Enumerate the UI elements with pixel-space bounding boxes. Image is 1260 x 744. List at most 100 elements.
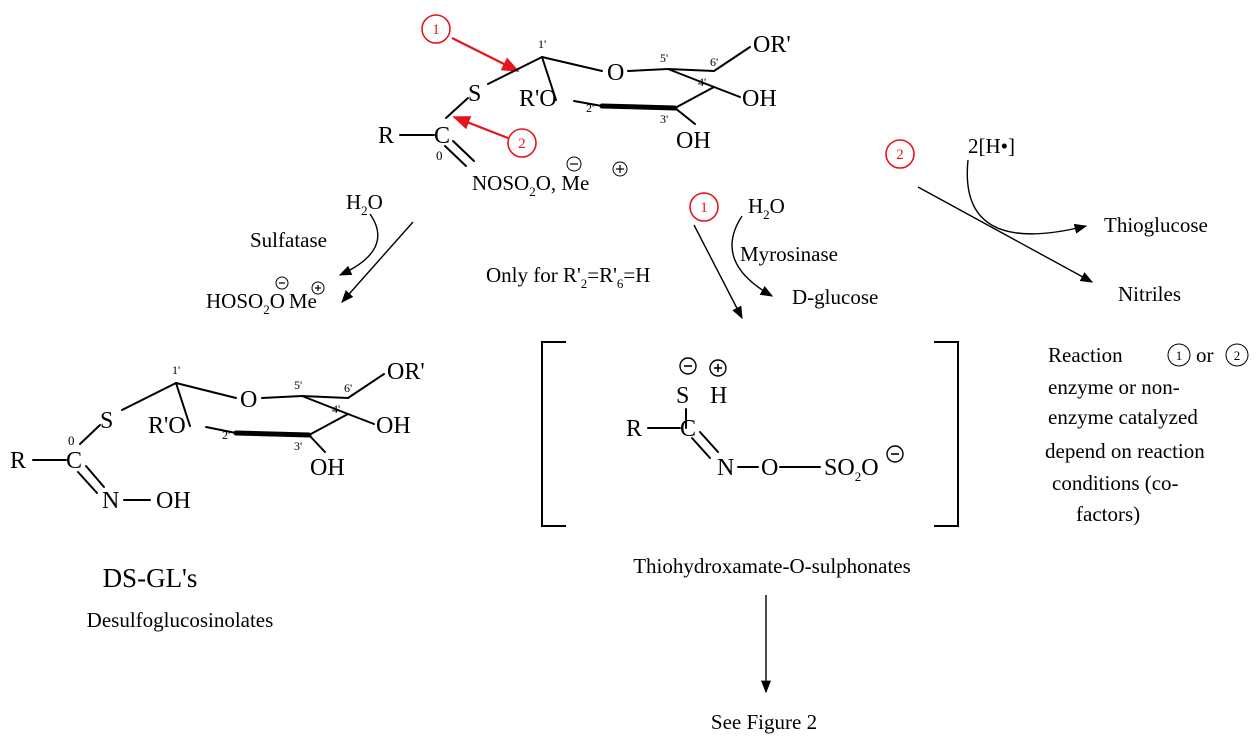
reduction-marker-circle bbox=[885, 139, 915, 169]
byproduct-plus bbox=[311, 281, 325, 295]
num-5: 5' bbox=[660, 51, 668, 65]
num-1: 1' bbox=[538, 37, 546, 51]
ds-bond-c4-oh bbox=[347, 413, 375, 425]
int-atom-n: N bbox=[717, 455, 734, 481]
ds-num-3: 3' bbox=[294, 439, 302, 453]
sulfatase-main-arrow bbox=[341, 221, 414, 303]
ds-atom-c: C bbox=[66, 448, 82, 474]
myrosinase-water: H2O bbox=[748, 194, 785, 222]
ds-bond-c1-o bbox=[175, 382, 237, 399]
ds-num-6: 6' bbox=[344, 381, 352, 395]
reduction-marker: 2 bbox=[896, 147, 904, 163]
nitriles-product: Nitriles bbox=[1118, 282, 1181, 306]
bond-s-c1 bbox=[487, 56, 543, 85]
bond-c2-c3-wedge bbox=[599, 103, 678, 111]
ds-num-5: 5' bbox=[294, 378, 302, 392]
num-6: 6' bbox=[710, 55, 718, 69]
see-figure-label: See Figure 2 bbox=[711, 710, 817, 734]
sulfate-group: NOSO2O, Me bbox=[472, 156, 628, 199]
bond-c1-o bbox=[541, 56, 603, 72]
ds-bond-c-s bbox=[79, 424, 101, 445]
ds-bond-c-n-double bbox=[85, 465, 105, 488]
bracket-left bbox=[541, 341, 566, 527]
atom-oh-4: OH bbox=[742, 86, 777, 112]
thioglucose-product: Thioglucose bbox=[1104, 213, 1208, 237]
myrosinase-marker: 1 bbox=[700, 200, 708, 216]
ds-atom-ro: R'O bbox=[148, 413, 186, 439]
note-marker-2-circle bbox=[1225, 343, 1249, 367]
bond-o-c5 bbox=[627, 68, 669, 72]
hydrogen-reagent: 2[H•] bbox=[968, 134, 1015, 158]
num-0: 0 bbox=[436, 148, 443, 163]
int-atom-s: S bbox=[676, 383, 689, 409]
ds-atom-o-ring: O bbox=[240, 387, 257, 413]
ds-num-2: 2' bbox=[222, 428, 230, 442]
ds-bond-c-n bbox=[77, 471, 98, 494]
num-3: 3' bbox=[660, 112, 668, 126]
ds-atom-oh-3: OH bbox=[310, 455, 345, 481]
ds-atom-n: N bbox=[102, 488, 119, 514]
bond-c1-c2 bbox=[541, 56, 557, 101]
myrosinase-pathway: 1 H2O Myrosinase Only for R'2=R'6=H D-gl… bbox=[486, 192, 878, 320]
desulfoglucosinolate-structure: R C 0 S N OH 1' O 5' 6' OR' R'O 2' 3' 4'… bbox=[10, 359, 425, 632]
bond-c4-c5 bbox=[667, 68, 715, 88]
ds-bond-o-c5 bbox=[261, 395, 303, 399]
ds-num-1: 1' bbox=[172, 363, 180, 377]
note-line-5: conditions (co- bbox=[1052, 471, 1179, 495]
atom-c: C bbox=[434, 123, 450, 149]
ds-bond-c3-oh bbox=[308, 434, 326, 453]
reduction-pathway: 2 2[H•] Thioglucose Nitriles bbox=[885, 134, 1208, 306]
reaction-note: Reaction 1 or 2 enzyme or non- enzyme ca… bbox=[1045, 343, 1249, 526]
note-marker-2: 2 bbox=[1234, 348, 1241, 363]
myrosinase-label: Myrosinase bbox=[740, 242, 838, 266]
sulfatase-label: Sulfatase bbox=[250, 228, 327, 252]
atom-nososo: NOSO2O, Me bbox=[472, 171, 589, 199]
intermediate-name: Thiohydroxamate-O-sulphonates bbox=[633, 554, 911, 578]
ds-num-4: 4' bbox=[332, 402, 340, 416]
note-line-3: enzyme catalyzed bbox=[1048, 405, 1198, 429]
int-atom-so2o: SO2O bbox=[824, 455, 879, 484]
marker-1: 1 bbox=[432, 22, 440, 38]
atom-or: OR' bbox=[753, 32, 791, 58]
myrosinase-side-arrow bbox=[731, 215, 774, 297]
int-bond-c-n bbox=[691, 437, 711, 459]
reduction-side-arrow bbox=[966, 159, 1088, 235]
num-4: 4' bbox=[698, 75, 706, 89]
int-atom-c: C bbox=[680, 416, 696, 442]
myrosinase-main-arrow bbox=[693, 224, 743, 320]
ds-name-full: Desulfoglucosinolates bbox=[87, 608, 274, 632]
water-reagent: H2O bbox=[346, 190, 383, 218]
reduction-main-arrow bbox=[917, 186, 1094, 283]
int-atom-o: O bbox=[761, 455, 778, 481]
glucosinolate-structure: 1 2 R C 0 S 1' O 5' 6' OR' R'O 2' 3' bbox=[378, 14, 791, 199]
myrosinase-condition: Only for R'2=R'6=H bbox=[486, 263, 650, 291]
atom-o-ring: O bbox=[607, 60, 624, 86]
note-marker-1: 1 bbox=[1176, 348, 1183, 363]
marker-1-circle bbox=[421, 14, 451, 44]
ds-bond-s-c1 bbox=[121, 382, 177, 411]
ds-bond-c3-c4 bbox=[308, 413, 349, 436]
bond-c3-c4 bbox=[674, 86, 715, 109]
bond-c-n-double bbox=[452, 140, 475, 162]
ds-bond-c6-or bbox=[347, 373, 385, 399]
sulfatase-side-arrow bbox=[338, 213, 379, 276]
myrosinase-marker-circle bbox=[689, 192, 719, 222]
ds-bond-c1-c2 bbox=[175, 382, 191, 427]
ds-num-0: 0 bbox=[68, 433, 75, 448]
bond-ro-c2 bbox=[573, 100, 603, 107]
ds-bond-c4-c5 bbox=[301, 395, 349, 415]
glucose-byproduct: D-glucose bbox=[792, 285, 878, 309]
ds-bond-ro-c2 bbox=[205, 426, 237, 434]
note-line-4: depend on reaction bbox=[1045, 439, 1205, 463]
note-line-1: Reaction bbox=[1048, 343, 1123, 367]
bond-c-s bbox=[445, 97, 469, 119]
byproduct-minus bbox=[275, 276, 289, 290]
int-h-plus bbox=[709, 359, 727, 377]
atom-r: R bbox=[378, 123, 394, 149]
bond-c5-c6 bbox=[667, 68, 715, 72]
cleavage-arrow-1 bbox=[451, 37, 520, 72]
int-o-minus bbox=[886, 445, 904, 463]
ds-atom-r: R bbox=[10, 448, 26, 474]
